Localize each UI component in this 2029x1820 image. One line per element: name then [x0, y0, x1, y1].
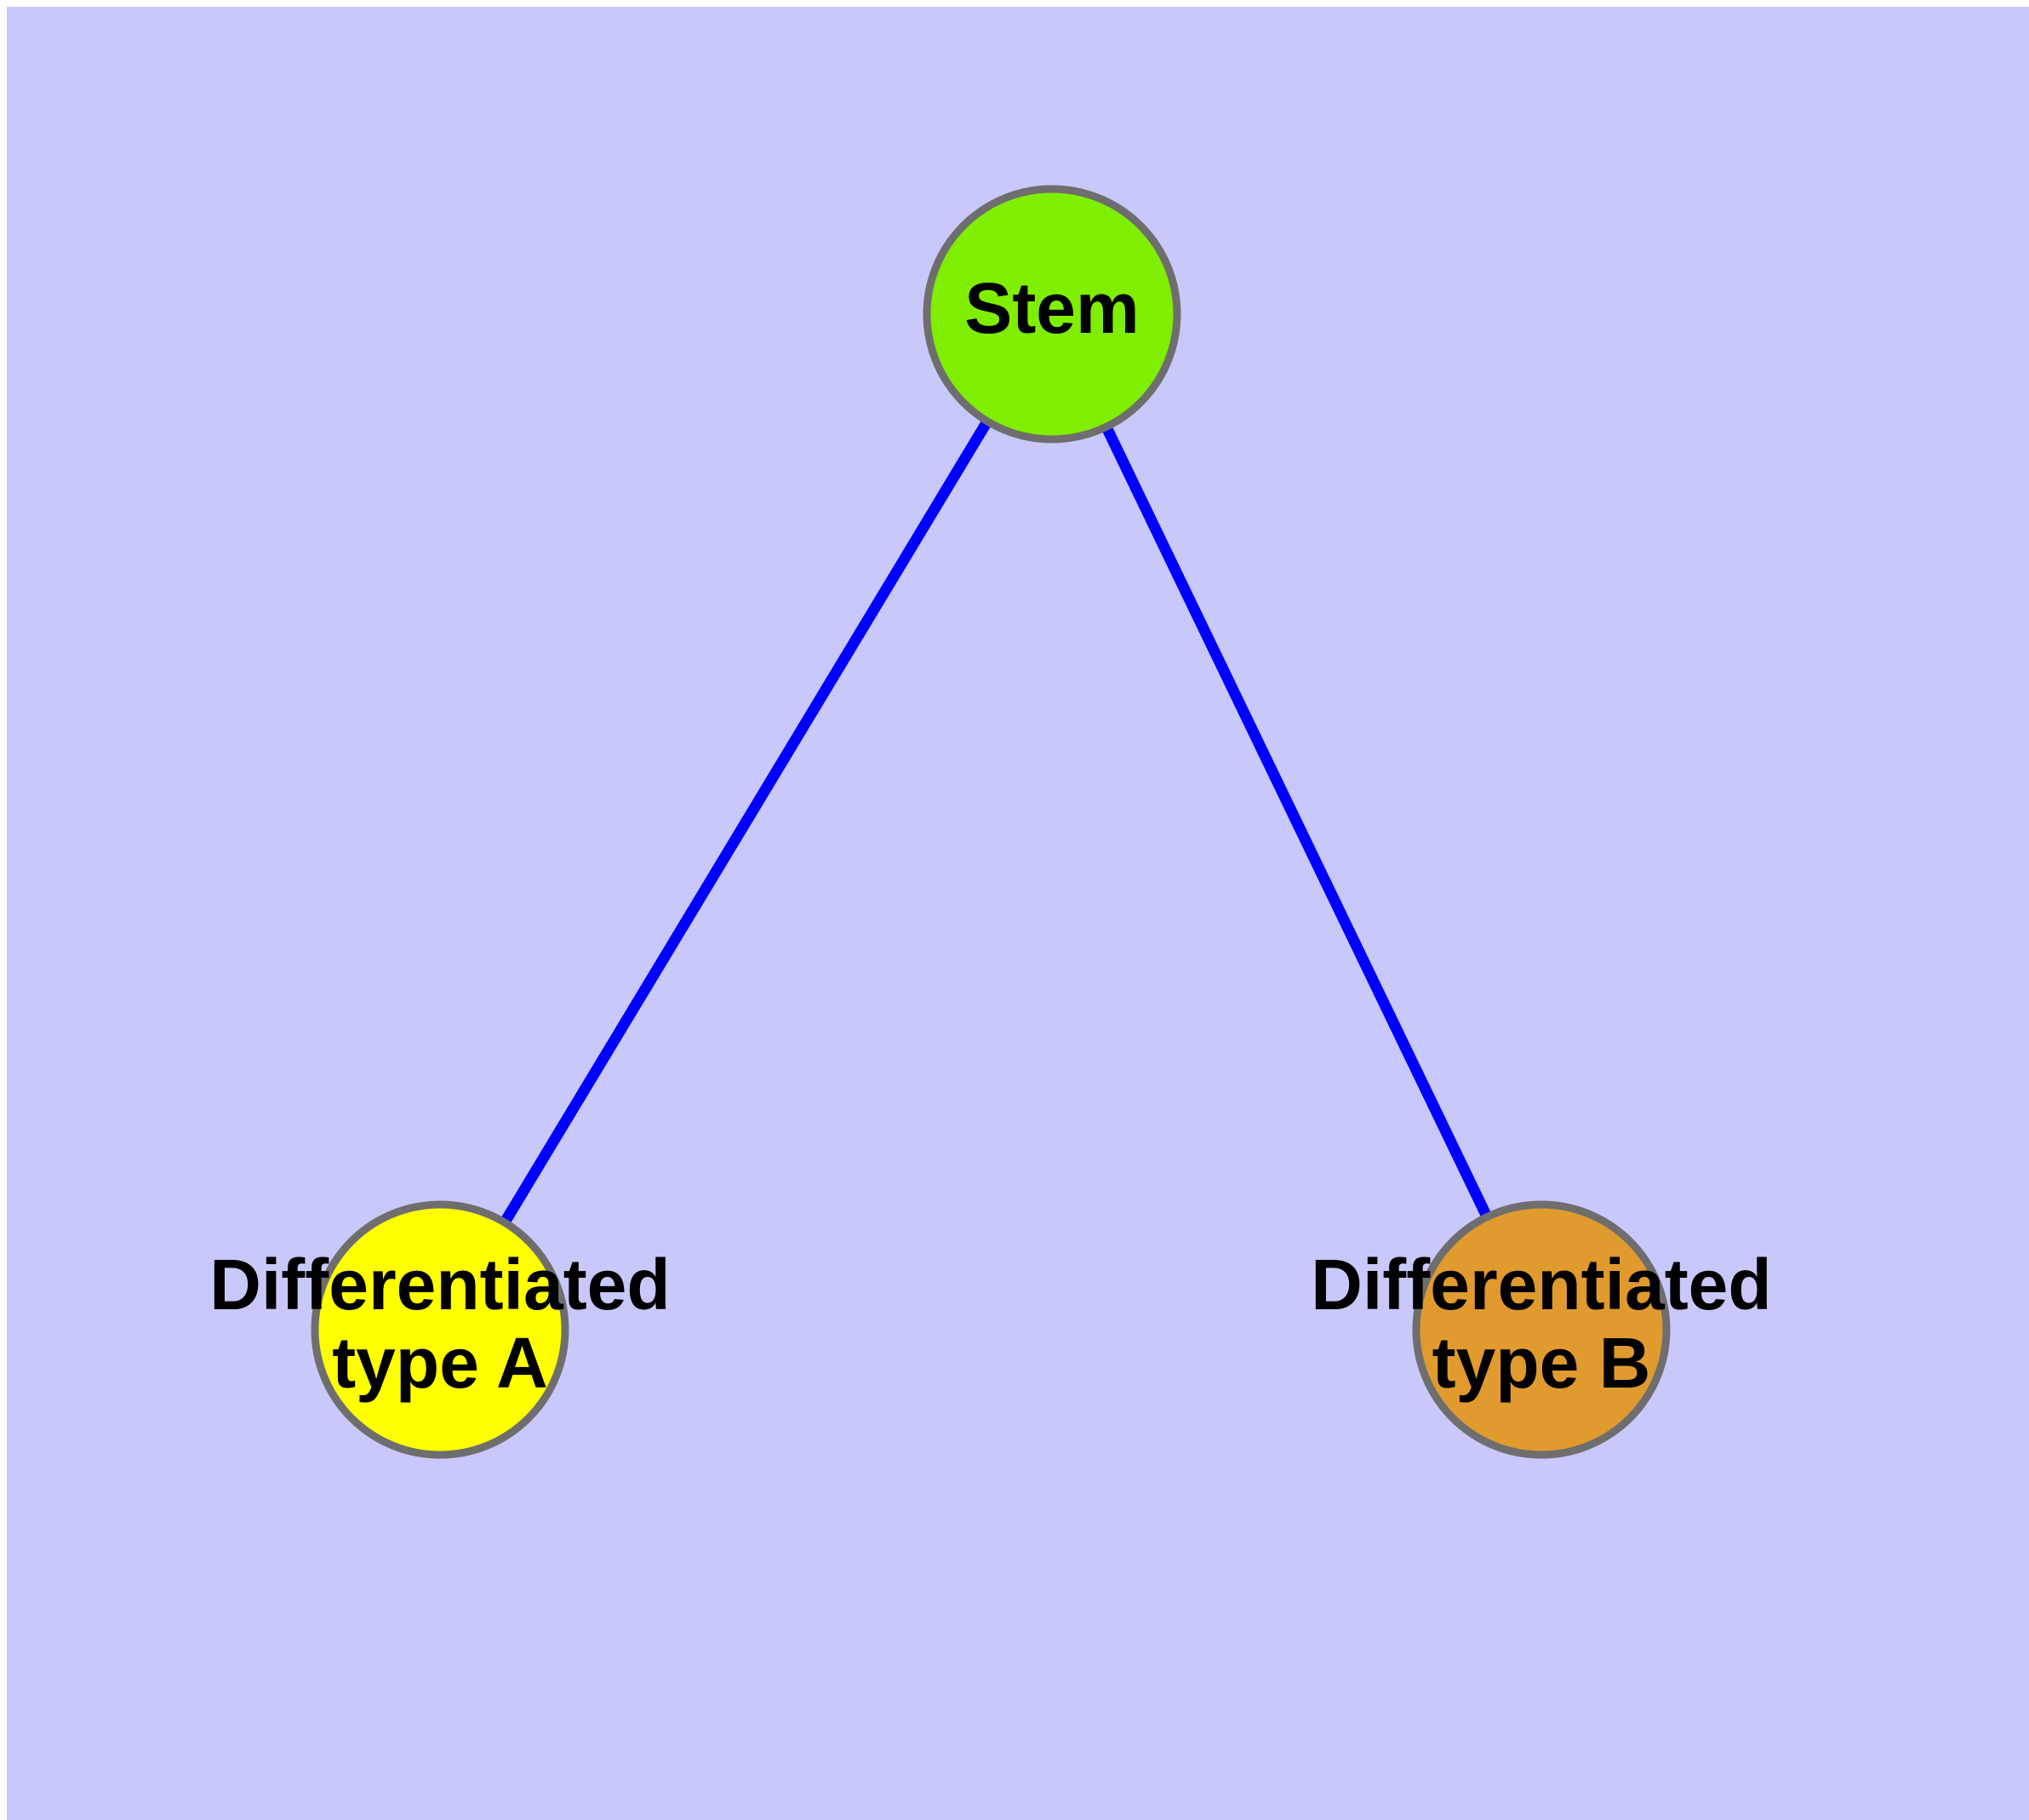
node-label-line: Stem: [964, 268, 1139, 348]
node-label-line: type A: [332, 1323, 548, 1403]
node-stem[interactable]: Stem: [923, 185, 1181, 444]
edge-stem-to-diff_b[interactable]: [1047, 312, 1546, 1332]
node-label-line: Differentiated: [1311, 1245, 1771, 1325]
node-circle-diff_b[interactable]: [1412, 1200, 1671, 1459]
node-label-line: Differentiated: [209, 1245, 670, 1325]
node-label-line: type B: [1432, 1323, 1651, 1403]
node-label-stem: Stem: [964, 268, 1139, 348]
node-circle-stem[interactable]: [923, 185, 1181, 444]
node-circle-diff_a[interactable]: [311, 1200, 569, 1459]
edge-layer: [435, 311, 1546, 1333]
edge-stem-to-diff_a[interactable]: [435, 311, 1057, 1333]
